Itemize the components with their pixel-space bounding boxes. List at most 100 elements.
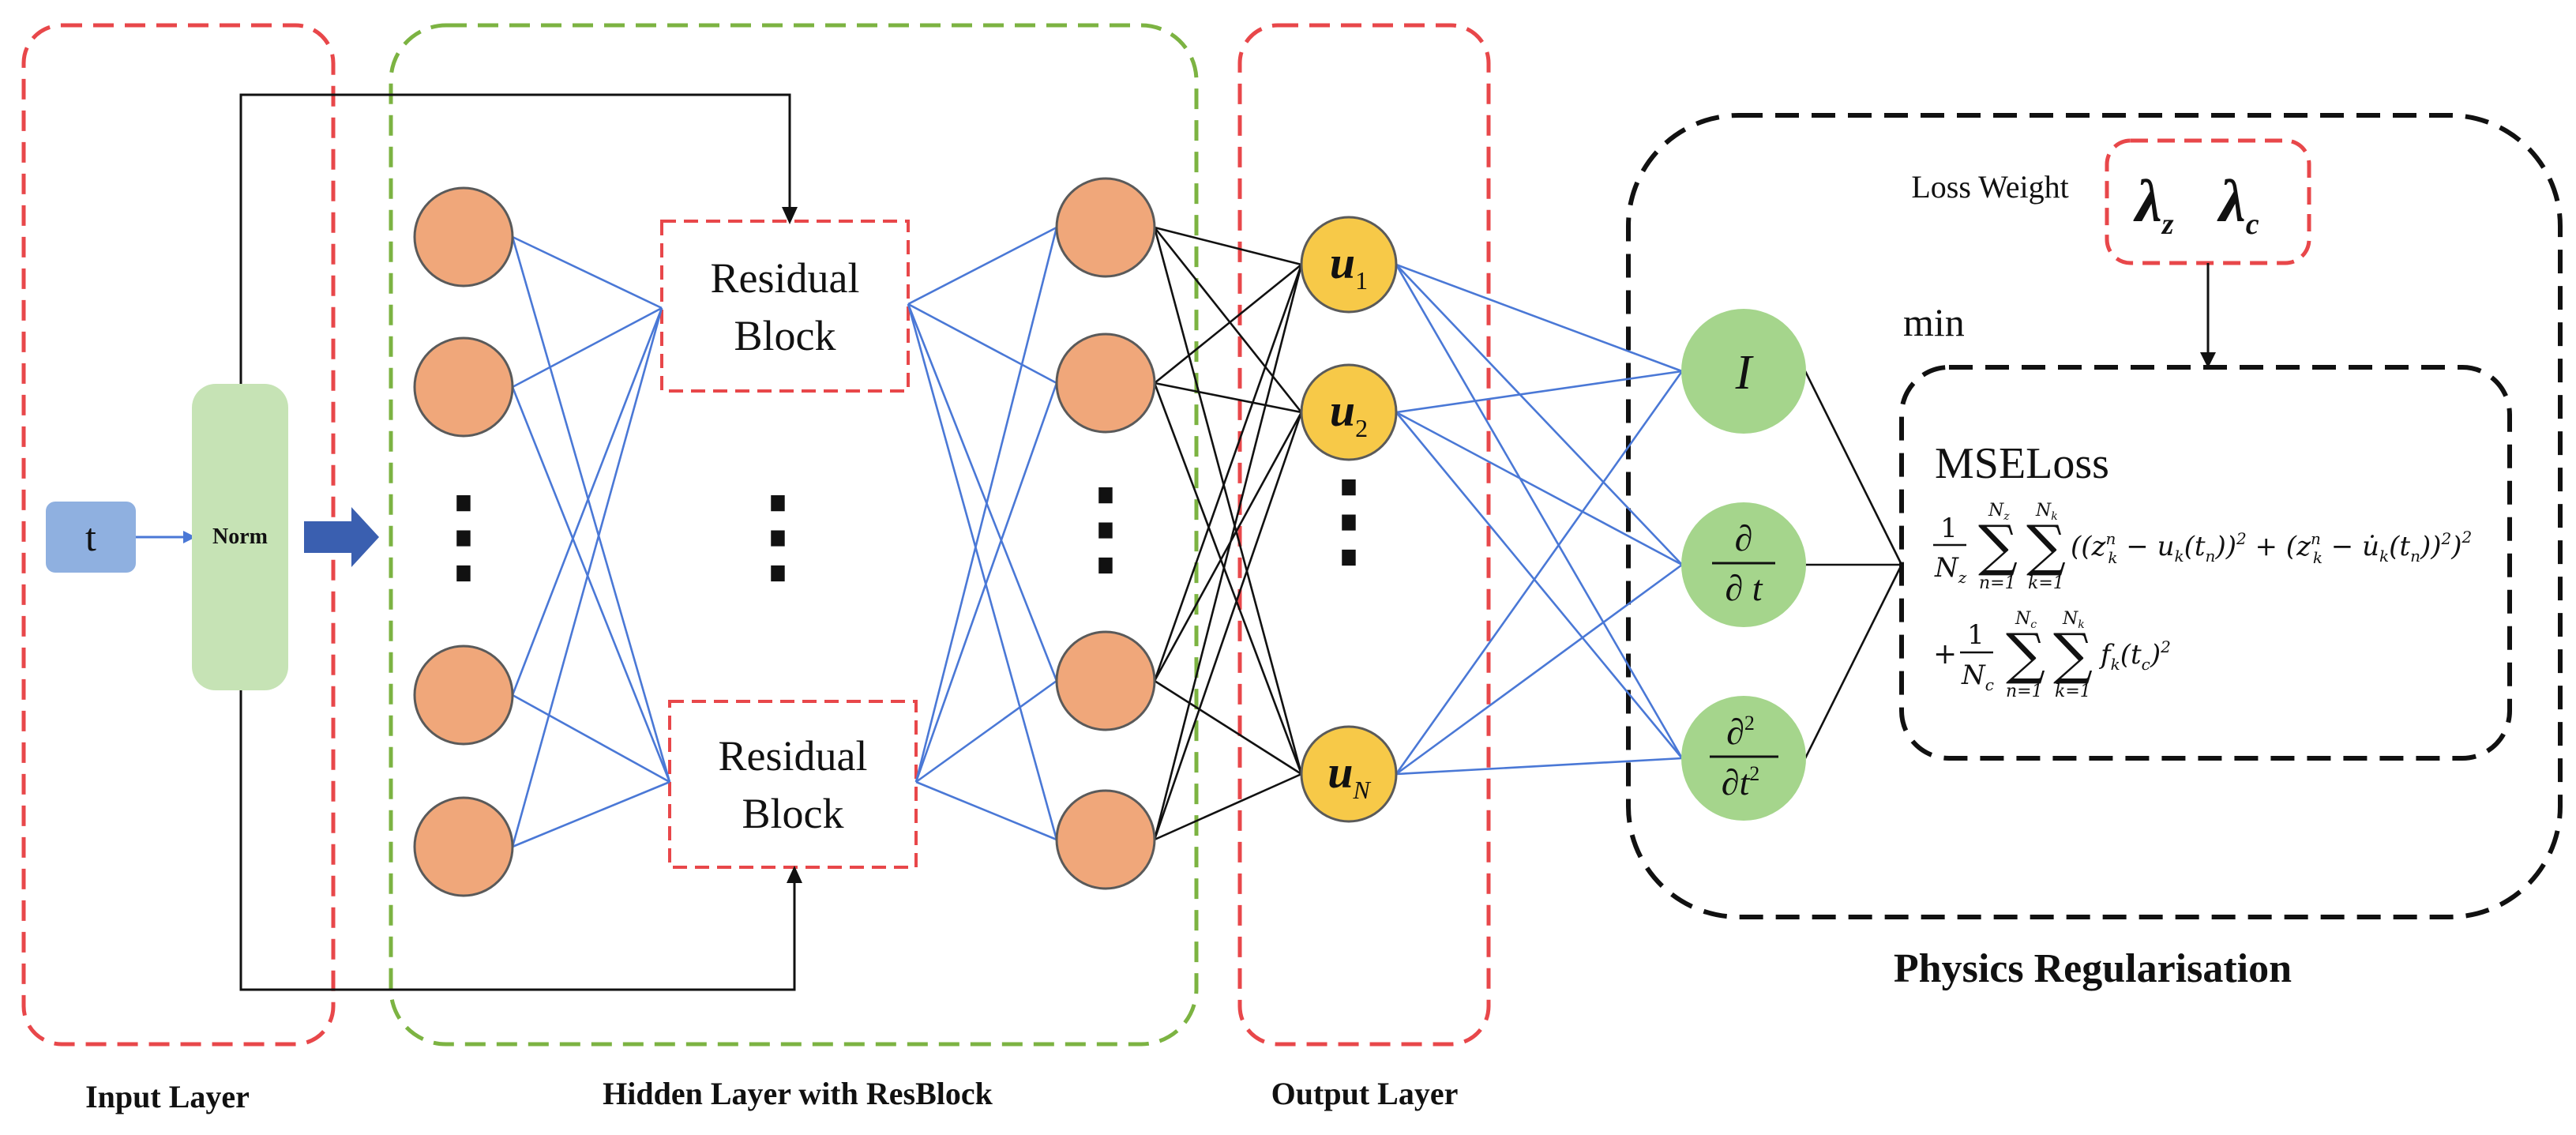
connection-line: [907, 303, 1058, 840]
formula-sum3-upper: Nc: [2015, 609, 2037, 631]
connection-line: [1154, 772, 1302, 841]
residual-block-top-label-1: Residual: [711, 254, 860, 302]
hidden2-node: [1055, 177, 1156, 278]
connection-line: [512, 693, 670, 784]
output-node-uN-label: uN: [1327, 746, 1371, 804]
connection-line: [511, 236, 671, 783]
formula-sum2-lower: k=1: [2028, 573, 2064, 593]
hidden-layer-1-nodes: [413, 186, 514, 897]
ellipsis-output: ⋮: [1297, 464, 1400, 577]
connection-line: [907, 226, 1057, 306]
ellipsis-residual: ⋮: [727, 479, 829, 593]
physics-regularisation-frame: [1626, 113, 2563, 919]
hidden1-node: [413, 186, 514, 288]
min-label: min: [1903, 300, 1965, 344]
skip-connections: [239, 93, 796, 991]
operator-nodes: [1681, 309, 1806, 821]
connection-line: [1804, 370, 1903, 566]
ellipsis-hidden2: ⋮: [1054, 472, 1157, 585]
connection-line: [1153, 382, 1303, 775]
output-node-uN: [1300, 725, 1398, 823]
connection-line: [1395, 264, 1684, 759]
connection-line: [907, 303, 1057, 385]
formula-sum2-upper: Nk: [2035, 501, 2058, 523]
norm-block: [192, 384, 288, 690]
operator-d2-node: [1681, 696, 1806, 821]
connection-line: [1395, 263, 1683, 373]
output-nodes: [1300, 216, 1398, 823]
residual-block-bottom-label-1: Residual: [719, 732, 868, 780]
operator-identity-label: I: [1735, 346, 1755, 400]
hidden-layer-title: Hidden Layer with ResBlock: [603, 1076, 993, 1111]
operator-d1-denominator: ∂ t: [1725, 568, 1763, 608]
lambda-z: λz: [2133, 168, 2174, 241]
connection-line: [1395, 411, 1683, 566]
connection-line: [1395, 757, 1683, 776]
connection-line: [1804, 564, 1903, 759]
physics-regularisation-title: Physics Regularisation: [1894, 946, 2292, 991]
hidden1-node: [413, 336, 514, 438]
formula-body-2: fk(tc)2: [2098, 637, 2171, 674]
operator-d1-numerator: ∂: [1735, 518, 1753, 558]
connection-line: [1153, 412, 1303, 682]
connection-line: [915, 679, 1057, 784]
hidden2-node: [1055, 789, 1156, 890]
input-to-norm-arrowhead: [183, 531, 196, 543]
operator-d2-denominator: ∂t2: [1722, 762, 1760, 802]
ellipsis-hidden1: ⋮: [412, 479, 515, 593]
connection-line: [1153, 227, 1303, 413]
input-node-label: t: [85, 515, 96, 559]
output-layer-title: Output Layer: [1271, 1076, 1459, 1111]
black-connections: [1153, 226, 1903, 841]
output-node-u1: [1300, 216, 1398, 314]
residual-block-bottom-label-2: Block: [742, 790, 844, 837]
connection-line: [1395, 264, 1683, 566]
formula-plus: +: [1933, 638, 1957, 671]
output-node-u2: [1300, 363, 1398, 461]
connection-line: [1153, 264, 1303, 682]
skip-arrowhead-top: [782, 207, 798, 224]
connection-line: [1154, 263, 1302, 385]
connection-line: [1395, 563, 1683, 776]
norm-label: Norm: [212, 524, 268, 549]
output-node-u1-label: u1: [1330, 237, 1368, 295]
formula-sum1-lower: n=1: [1979, 573, 2016, 593]
formula-sum4: ∑: [2053, 622, 2093, 686]
formula-sum3-lower: n=1: [2006, 682, 2043, 701]
connection-line: [1154, 679, 1302, 776]
hidden-layer-2-nodes: [1055, 177, 1156, 890]
connection-line: [511, 386, 671, 783]
connection-line: [511, 307, 663, 696]
formula-sum4-upper: Nk: [2062, 609, 2085, 631]
operator-d2-numerator: ∂2: [1726, 712, 1755, 752]
hidden1-node: [413, 645, 514, 746]
connection-line: [1395, 370, 1684, 775]
hidden-layer-frame: [389, 23, 1199, 1047]
skip-arrowhead-bottom: [787, 866, 802, 883]
connection-line: [907, 303, 1058, 682]
input-node-t: [46, 502, 136, 573]
connection-line: [512, 235, 663, 310]
connection-line: [1153, 264, 1303, 840]
connection-line: [1153, 227, 1303, 775]
formula-frac1-den: Nz: [1934, 552, 1967, 587]
formula-sum1-upper: Nz: [1988, 501, 2010, 523]
loss-weight-label: Loss Weight: [1911, 169, 2068, 205]
output-layer-frame: [1237, 23, 1491, 1047]
input-layer-title: Input Layer: [85, 1079, 250, 1114]
formula-frac2-num: 1: [1967, 619, 1985, 651]
hidden1-node: [413, 796, 514, 897]
residual-block-bottom-frame: [668, 700, 918, 869]
loss-weight-arrowhead: [2200, 352, 2216, 368]
formula-sum4-lower: k=1: [2055, 682, 2091, 701]
connection-line: [1395, 412, 1684, 759]
blue-connections: [511, 226, 1684, 848]
formula-frac2-den: Nc: [1961, 660, 1994, 694]
mse-loss-label: MSELoss: [1935, 439, 2109, 488]
lambda-c: λc: [2217, 168, 2259, 241]
residual-block-top-label-2: Block: [734, 312, 836, 359]
formula-sum2: ∑: [2026, 513, 2066, 578]
